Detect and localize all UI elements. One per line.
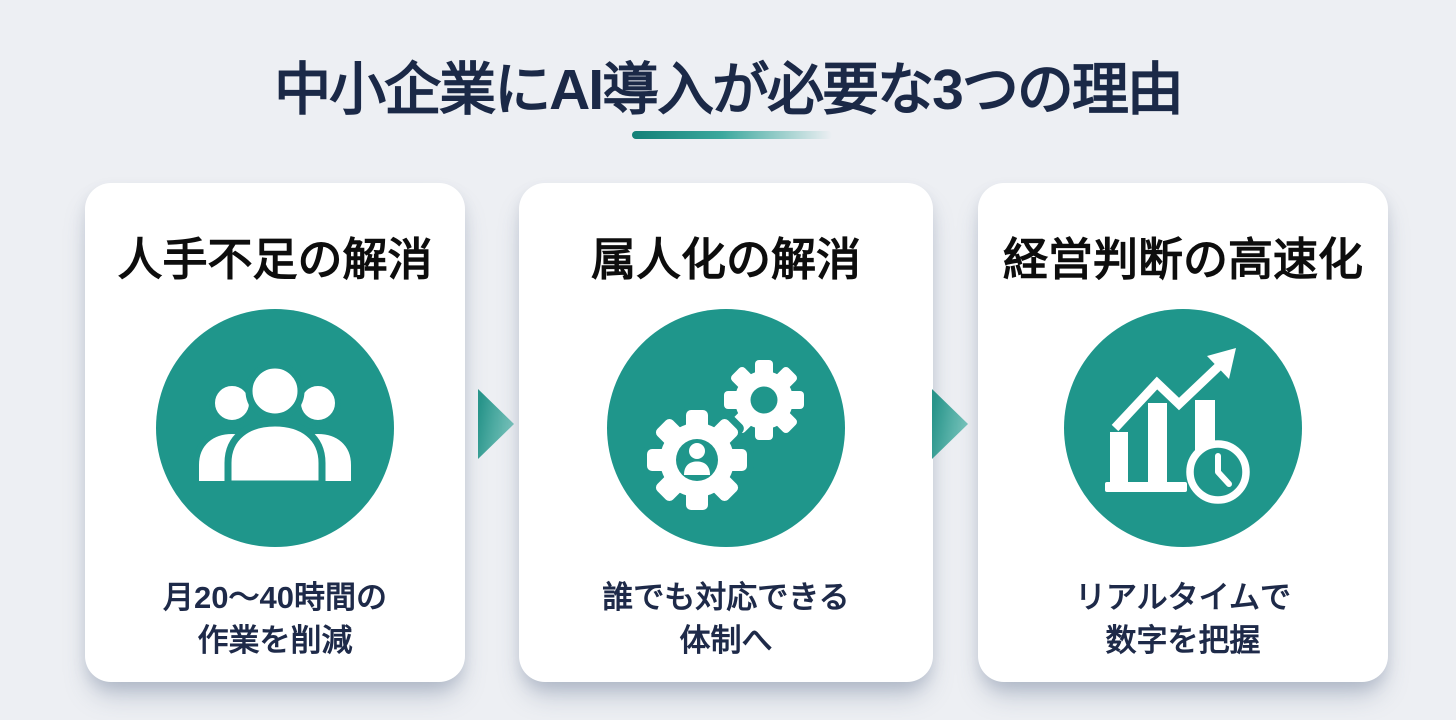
caption-line-2: 作業を削減 (197, 622, 353, 658)
reason-card-decision-speed: 経営判断の高速化 (978, 183, 1388, 682)
gears-person-icon (607, 309, 845, 547)
clock (1186, 440, 1250, 504)
page-title: 中小企業にAI導入が必要な3つの理由 (274, 58, 1184, 122)
chart-clock-icon (1064, 309, 1302, 547)
title-underline (632, 131, 832, 139)
reason-card-personalization: 属人化の解消 (519, 183, 933, 682)
caption-line-1: リアルタイムで (1074, 580, 1292, 615)
card-caption: リアルタイムで数字を把握 (1075, 577, 1291, 663)
card-heading: 経営判断の高速化 (1002, 234, 1363, 285)
card-caption: 誰でも対応できる体制へ (602, 577, 849, 663)
person-center (224, 361, 326, 488)
flow-arrow-right-icon (932, 389, 968, 459)
caption-line-2: 体制へ (679, 622, 773, 658)
caption-line-1: 月20〜40時間の (163, 580, 387, 615)
people-group-icon (156, 309, 394, 547)
person-in-gear (684, 443, 710, 475)
flow-arrow-right-icon (478, 389, 514, 459)
card-heading: 人手不足の解消 (117, 234, 433, 285)
card-caption: 月20〜40時間の作業を削減 (163, 577, 387, 663)
growth-arrow (1111, 348, 1236, 432)
chart-clock-svg (1105, 348, 1250, 504)
card-heading: 属人化の解消 (590, 234, 861, 285)
big-gear (647, 410, 747, 510)
gears-person-svg (640, 360, 804, 517)
caption-line-1: 誰でも対応できる (602, 580, 850, 615)
caption-line-2: 数字を把握 (1105, 622, 1261, 658)
people-group-svg (193, 361, 357, 488)
small-gear (724, 360, 804, 440)
reason-card-labor-shortage: 人手不足の解消 月20〜40時間の作業を削減 (85, 183, 465, 682)
